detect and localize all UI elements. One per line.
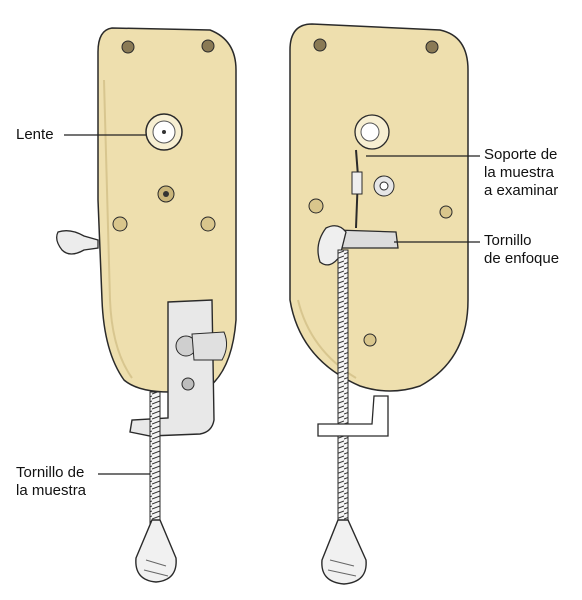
lens-icon <box>146 114 182 150</box>
back-view <box>290 24 468 584</box>
back-bottom-knob-icon <box>322 520 366 584</box>
side-knob-icon <box>57 231 98 254</box>
label-tornillo-muestra: Tornillo de la muestra <box>16 464 86 500</box>
specimen-screw-back <box>338 250 348 526</box>
label-lente: Lente <box>16 126 54 144</box>
specimen-screw-front <box>150 392 160 526</box>
label-soporte-muestra: Soporte de la muestra a examinar <box>484 146 558 200</box>
label-tornillo-enfoque: Tornillo de enfoque <box>484 232 559 268</box>
back-bracket <box>318 396 388 436</box>
